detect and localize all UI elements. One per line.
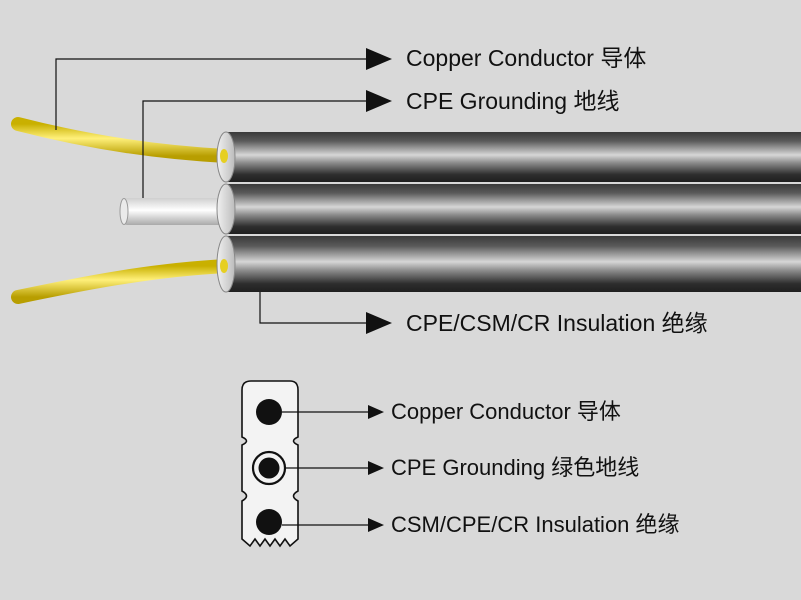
grounding-sheath [124, 198, 232, 225]
jacket-tube-top [224, 132, 801, 182]
leader-lines-top [55, 58, 370, 324]
jacket-tube-bottom [224, 236, 801, 292]
copper-wire-top [11, 117, 233, 163]
label-insulation-top: CPE/CSM/CR Insulation 绝缘 [406, 310, 708, 336]
copper-wire-bottom-end [220, 259, 228, 273]
cross-section-conductor-top [256, 399, 282, 425]
copper-wire-top-end [220, 149, 228, 163]
leader-lines-bottom [282, 411, 370, 526]
label-cpe-grounding-top: CPE Grounding 地线 [406, 88, 620, 114]
cross-section-conductor-bottom [256, 509, 282, 535]
label-copper-conductor-bottom: Copper Conductor 导体 [391, 399, 621, 424]
label-insulation-bottom: CSM/CPE/CR Insulation 绝缘 [391, 512, 680, 537]
grounding-sheath-end [119, 198, 129, 225]
jacket-end-middle [216, 183, 236, 235]
cross-section-icon [241, 380, 299, 548]
label-copper-conductor-top: Copper Conductor 导体 [406, 45, 647, 71]
jacket-tube-middle [224, 184, 801, 234]
cable-jacket [216, 131, 801, 293]
arrow-right-icon [366, 48, 392, 334]
copper-wire-bottom [11, 259, 233, 304]
cross-section-grounding-core [258, 457, 280, 479]
arrow-right-icon [368, 405, 384, 532]
label-cpe-grounding-bottom: CPE Grounding 绿色地线 [391, 455, 640, 480]
